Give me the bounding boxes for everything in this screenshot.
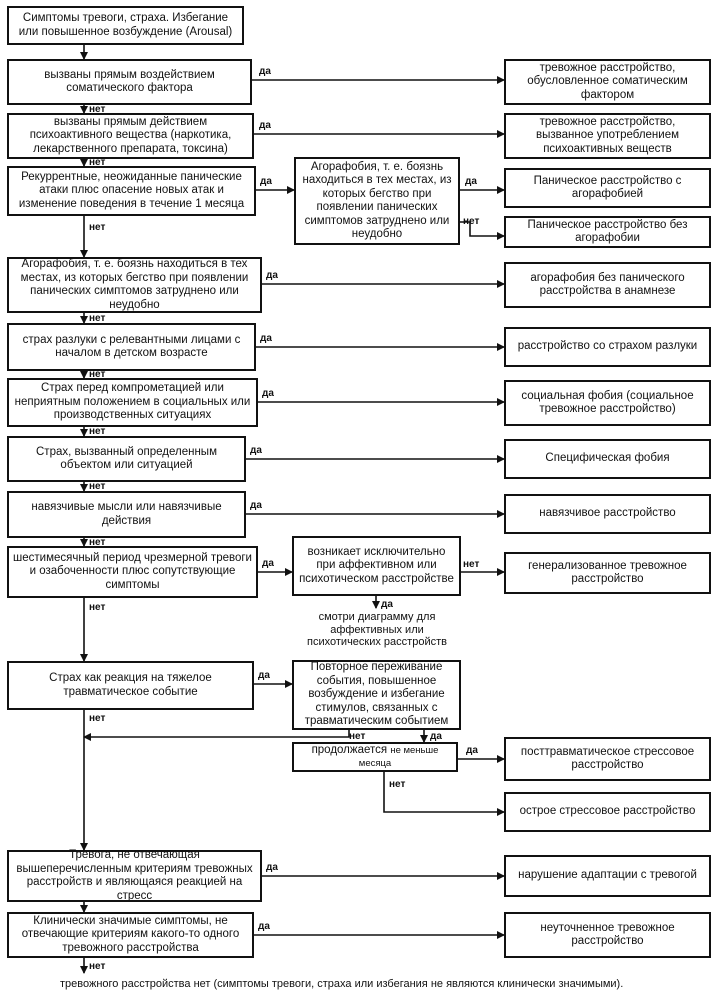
- no-label: нет: [89, 104, 106, 115]
- yes-label: да: [250, 500, 262, 511]
- no-label: нет: [89, 961, 106, 972]
- somatic-factor-box: вызваны прямым воздействием соматическог…: [7, 59, 252, 105]
- yes-label: да: [465, 176, 477, 187]
- yes-label: да: [259, 66, 271, 77]
- no-label: нет: [89, 537, 106, 548]
- no-label: нет: [89, 713, 106, 724]
- yes-label: да: [262, 388, 274, 399]
- result-substance-anxiety: тревожное расстройство, вызванное употре…: [504, 113, 711, 159]
- agoraphobia-with-panic-box: Агорафобия, т. е. боязнь находиться в те…: [294, 157, 460, 245]
- stress-reaction-box: Тревога, не отвечающая вышеперечисленным…: [7, 849, 262, 902]
- result-panic-without-agoraphobia: Паническое расстройство без агорафобии: [504, 216, 711, 248]
- no-label: нет: [463, 559, 480, 570]
- no-label: нет: [89, 369, 106, 380]
- no-label: нет: [89, 602, 106, 613]
- specific-object-fear-box: Страх, вызванный определенным объектом и…: [7, 436, 246, 482]
- yes-label: да: [262, 558, 274, 569]
- affective-psychotic-box: возникает исключительно при аффективном …: [292, 536, 461, 596]
- no-label: нет: [463, 216, 480, 227]
- obsessions-box: навязчивые мысли или навязчивые действия: [7, 491, 246, 538]
- agoraphobia-box: Агорафобия, т. е. боязнь находиться в те…: [7, 257, 262, 313]
- result-separation-anxiety: расстройство со страхом разлуки: [504, 327, 711, 367]
- social-fear-box: Страх перед компрометацией или неприятны…: [7, 378, 258, 427]
- psychoactive-substance-box: вызваны прямым действием психоактивного …: [7, 113, 254, 159]
- result-ptsd: посттравматическое стрессовое расстройст…: [504, 737, 711, 781]
- start-box: Симптомы тревоги, страха. Избегание или …: [7, 6, 244, 45]
- result-ocd: навязчивое расстройство: [504, 494, 711, 534]
- yes-label: да: [466, 745, 478, 756]
- yes-label: да: [260, 176, 272, 187]
- result-unspecified-anxiety: неуточненное тревожное расстройство: [504, 912, 711, 958]
- clinical-symptoms-box: Клинически значимые симптомы, не отвечаю…: [7, 912, 254, 958]
- no-label: нет: [349, 731, 366, 742]
- yes-label: да: [259, 120, 271, 131]
- separation-fear-box: страх разлуки с релевантными лицами с на…: [7, 323, 256, 371]
- reexperiencing-box: Повторное переживание события, повышенно…: [292, 660, 461, 730]
- duration-box: продолжается не меньше месяца: [292, 742, 458, 772]
- no-label: нет: [89, 157, 106, 168]
- result-social-phobia: социальная фобия (социальное тревожное р…: [504, 380, 711, 426]
- yes-label: да: [260, 333, 272, 344]
- yes-label: да: [258, 670, 270, 681]
- trauma-reaction-box: Страх как реакция на тяжелое травматичес…: [7, 661, 254, 710]
- yes-label: да: [250, 445, 262, 456]
- result-panic-with-agoraphobia: Паническое расстройство с агорафобией: [504, 168, 711, 208]
- yes-label: да: [266, 270, 278, 281]
- six-month-anxiety-box: шестимесячный период чрезмерной тревоги …: [7, 546, 258, 598]
- no-label: нет: [389, 779, 406, 790]
- no-disorder-conclusion: тревожного расстройства нет (симптомы тр…: [60, 978, 624, 990]
- see-other-diagram-note: смотри диаграмму для аффективных или пси…: [307, 611, 447, 648]
- yes-label: да: [258, 921, 270, 932]
- yes-label: да: [266, 862, 278, 873]
- no-label: нет: [89, 222, 106, 233]
- result-adjustment-disorder: нарушение адаптации с тревогой: [504, 855, 711, 897]
- yes-label: да: [430, 731, 442, 742]
- yes-label: да: [381, 599, 393, 610]
- result-specific-phobia: Специфическая фобия: [504, 439, 711, 479]
- result-agoraphobia: агорафобия без панического расстройства …: [504, 262, 711, 308]
- no-label: нет: [89, 426, 106, 437]
- no-label: нет: [89, 481, 106, 492]
- result-gad: генерализованное тревожное расстройство: [504, 552, 711, 594]
- no-label: нет: [89, 313, 106, 324]
- panic-attacks-box: Рекуррентные, неожиданные панические ата…: [7, 166, 256, 216]
- result-acute-stress: острое стрессовое расстройство: [504, 792, 711, 832]
- result-somatic-anxiety: тревожное расстройство, обусловленное со…: [504, 59, 711, 105]
